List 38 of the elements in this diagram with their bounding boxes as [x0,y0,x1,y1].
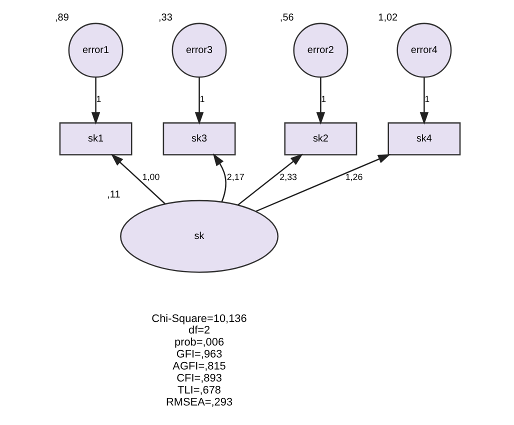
node-circle: error2 [292,22,348,78]
node-label: 1,02 [378,12,398,24]
edge-label: 1 [199,94,204,104]
arrow [236,154,302,206]
label: df=2 [188,324,210,337]
edge-label: 1 [96,94,101,104]
arrow [194,77,204,125]
edge-label: 1,00 [142,172,160,182]
arrow [255,154,390,212]
edge-label: 2,17 [226,172,244,182]
node-label: ,11 [106,190,120,201]
arrow [110,154,166,204]
node-box: sk3 [162,122,236,156]
node-circle: error3 [171,22,226,78]
label: CFI=,893 [176,372,222,384]
node-label: ,33 [158,12,172,24]
node-label: ,56 [279,12,294,24]
edge-label: 1,26 [344,172,362,182]
node-label: ,89 [54,12,68,24]
node-circle: error4 [396,22,452,78]
edge-label: 1 [320,94,326,104]
arrow [90,77,100,125]
node-box: sk1 [58,122,132,156]
node-ellipse: sk [120,200,278,273]
label: AGFI=,815 [172,360,226,373]
edge-label: 1 [424,94,430,104]
label: RMSEA=,293 [165,396,232,408]
label: TLI=,678 [177,384,221,396]
label: prob=,006 [174,336,224,349]
node-circle: error1 [68,22,123,78]
label: Chi-Square=10,136 [151,312,246,325]
label: GFI=,963 [176,348,222,361]
arrow [316,77,325,125]
node-box: sk2 [284,122,357,156]
arrow [212,153,226,202]
arrow [419,77,428,125]
node-box: sk4 [387,122,460,156]
edge-label: 2,33 [279,172,297,182]
